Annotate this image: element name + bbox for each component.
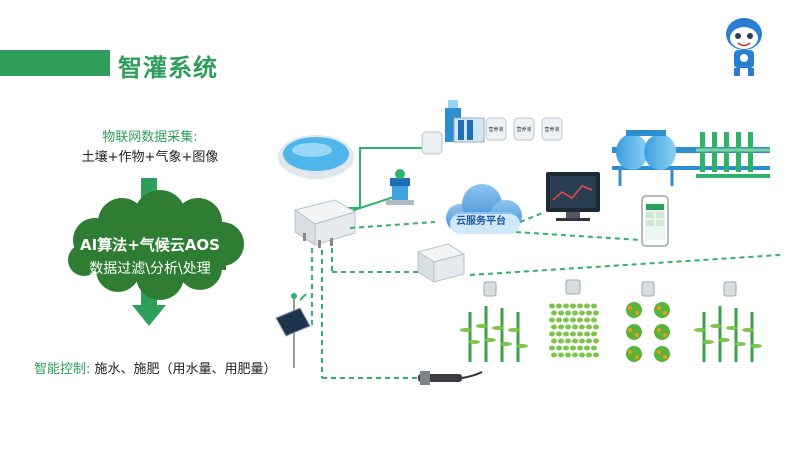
controller-secondary [416,243,466,283]
iot-title: 物联网数据采集: [102,130,198,145]
solid-links [345,147,430,213]
seedling [584,345,590,351]
smart-control-text: 施水、施肥（用水量、用肥量） [94,362,277,377]
header-accent-bar [0,50,110,76]
seedling [572,338,578,344]
seedling [549,331,555,337]
seedling [584,303,590,309]
seedling [591,317,597,323]
seedling [563,303,569,309]
seedling [558,324,564,330]
seedling [551,352,557,358]
ai-cloud-line2: 数据过滤\分析\处理 [89,261,211,277]
soil-sensor-icon [418,371,483,385]
seedling [593,310,599,316]
seedling [577,345,583,351]
crop-field-corn-2 [694,281,762,362]
seedling [551,310,557,316]
ai-cloud [68,190,244,300]
seedling [586,324,592,330]
seedling [572,324,578,330]
seedling [572,310,578,316]
cloud-service-icon [446,184,522,234]
seedling [551,324,557,330]
iot-items: 土壤+作物+气象+图像 [81,150,219,165]
tank-label-3: 营养液 [544,127,560,133]
seedling [556,317,562,323]
crop-field-orchard [626,281,670,362]
dashed-links [311,211,781,379]
seedling [565,338,571,344]
seedling [586,352,592,358]
seedling [591,345,597,351]
seedling [591,331,597,337]
seedling [577,303,583,309]
mascot-logo [726,18,762,76]
crop-field-corn-1 [460,281,528,362]
controller-main [293,199,357,248]
seedling [549,345,555,351]
seedling [593,338,599,344]
seedling [577,317,583,323]
seedling [570,331,576,337]
seedling [558,352,564,358]
seedling [586,310,592,316]
seedling [586,338,592,344]
ai-cloud-line1: AI算法+气候云AOS [80,236,220,254]
seedling [549,303,555,309]
seedling [579,352,585,358]
pool-icon [278,135,354,179]
seedling [556,303,562,309]
tank-label-2: 营养液 [516,127,532,133]
pump-icon [386,169,414,205]
smart-control-label: 智能控制: [34,362,91,377]
seedling [579,324,585,330]
seedling [565,352,571,358]
monitor-icon [546,172,600,221]
weather-station-icon [275,293,311,368]
seedling [570,345,576,351]
seedling [565,310,571,316]
seedling [584,317,590,323]
treatment-tanks [421,100,563,155]
page-title: 智灌系统 [118,54,218,82]
phone-icon [641,195,669,247]
seedling [591,303,597,309]
seedling [556,331,562,337]
seedling [549,317,555,323]
seedling [579,310,585,316]
cloud-service-label: 云服务平台 [456,216,506,227]
seedling [570,317,576,323]
seedling [584,331,590,337]
seedling [593,324,599,330]
seedling [558,310,564,316]
seedling [579,338,585,344]
seedling [551,338,557,344]
filter-system [612,130,770,186]
seedling [556,345,562,351]
seedling [563,345,569,351]
seedling [593,352,599,358]
seedling [572,352,578,358]
tank-label-1: 营养液 [488,127,504,133]
seedling [570,303,576,309]
seedling [563,317,569,323]
seedling [577,331,583,337]
seedling [563,331,569,337]
smart-control: 智能控制: 施水、施肥（用水量、用肥量） [34,358,277,377]
seedling [565,324,571,330]
crop-field-seedlings [565,279,581,295]
seedling [558,338,564,344]
